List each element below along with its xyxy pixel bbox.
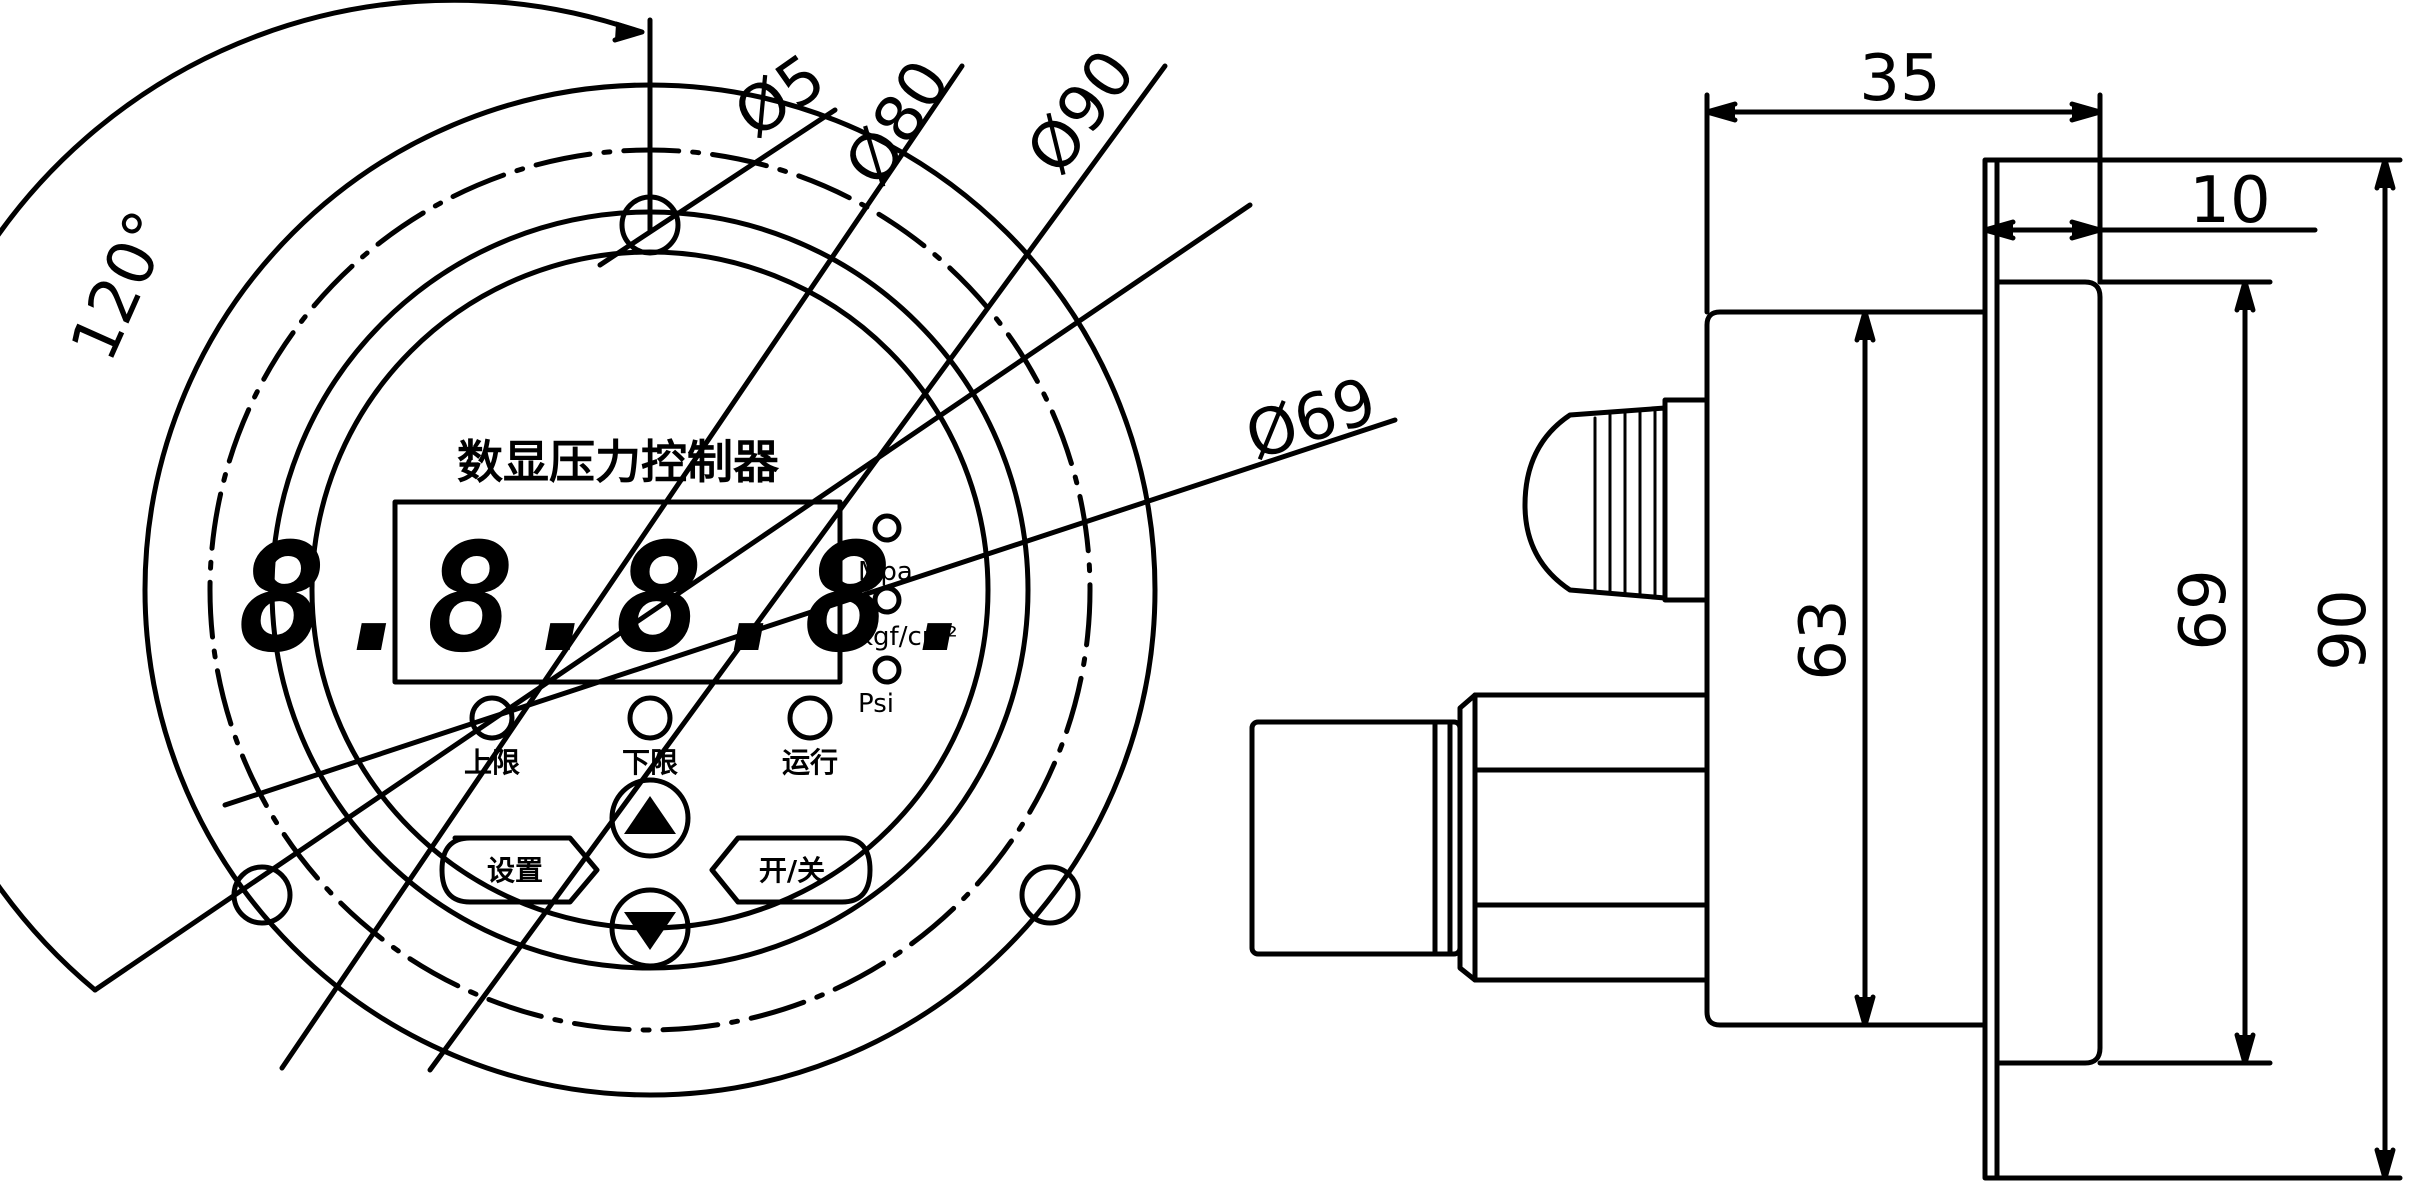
- side-view: [1249, 92, 2403, 1181]
- display-digits: 8.8.8.8.: [237, 512, 991, 686]
- dim-69: Ø69: [1237, 364, 1385, 475]
- led-upper-label: 上限: [464, 746, 520, 779]
- display-window: [392, 499, 843, 685]
- power-button[interactable]: [709, 835, 873, 905]
- dim-10: 10: [2189, 164, 2270, 238]
- dim-69-side: 69: [2167, 569, 2241, 650]
- down-button[interactable]: [609, 887, 691, 969]
- unit-dot-psi: [872, 655, 902, 685]
- dim-hole: Ø5: [722, 40, 839, 153]
- dim-90-side: 90: [2307, 589, 2381, 670]
- led-run-label: 运行: [782, 746, 838, 779]
- gland-nut: [1662, 397, 1710, 603]
- unit-psi: Psi: [858, 689, 894, 719]
- up-arrow-icon: [624, 796, 676, 834]
- led-lower-label: 下限: [622, 746, 678, 779]
- unit-dot-mpa: [872, 513, 902, 543]
- power-button-label: 开/关: [759, 854, 825, 887]
- led-upper: [469, 695, 515, 741]
- unit-mpa: Mpa: [858, 557, 913, 587]
- mount-hole-right: [1019, 864, 1081, 926]
- cable-gland: [1522, 405, 1668, 601]
- side-body: [1704, 309, 1988, 1028]
- bezel: [1994, 279, 2103, 1066]
- dim-63: 63: [1787, 599, 1861, 680]
- unit-kgf: kgf/cm²: [858, 622, 958, 652]
- set-button-label: 设置: [487, 854, 543, 887]
- dim-angle: 120°: [57, 201, 187, 372]
- angle-arc: [0, 0, 643, 993]
- hex-fitting: [1457, 692, 1710, 983]
- thread: [1249, 719, 1463, 957]
- led-lower: [627, 695, 673, 741]
- set-button[interactable]: [439, 835, 600, 905]
- led-run: [787, 695, 833, 741]
- dim-35: 35: [1859, 42, 1940, 116]
- flange: [1982, 157, 2000, 1181]
- dim-80: Ø80: [831, 48, 965, 199]
- down-arrow-icon: [624, 912, 676, 950]
- device-title: 数显压力控制器: [457, 435, 780, 489]
